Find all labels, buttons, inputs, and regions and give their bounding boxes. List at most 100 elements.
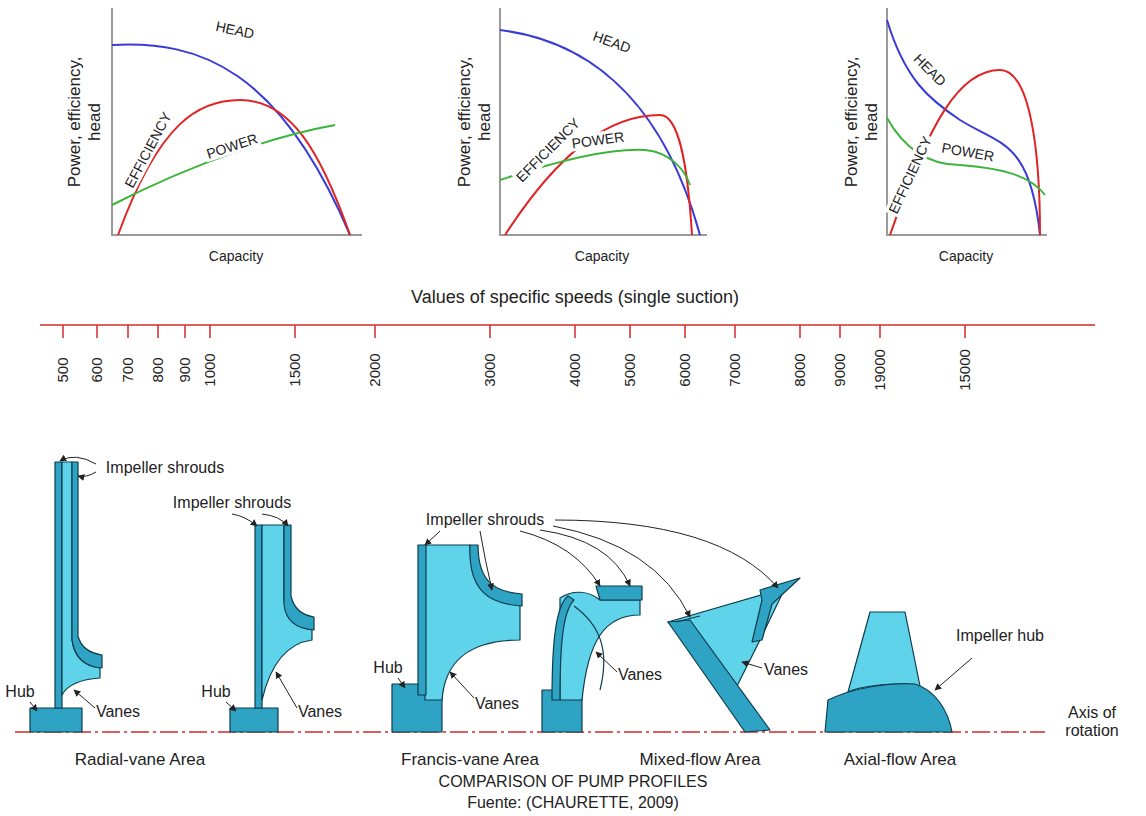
axis-title: Capacity [939,248,993,264]
chart-axial [887,8,1047,235]
tick-label: 900 [176,357,193,382]
leader-lines [30,457,972,711]
leader-line [450,672,474,698]
axis-title: Power, efficiency, head [842,42,881,202]
tick-mark [629,325,631,338]
blade [848,612,920,692]
scale-line [40,324,1095,326]
tick-label: 4000 [566,353,583,386]
axis-title: Capacity [575,248,629,264]
tick-label: 1000 [201,353,218,386]
tick-mark [574,325,576,338]
callout-label: Vanes [298,703,342,721]
front-shroud [470,545,522,606]
tick-mark [127,325,129,338]
front-shroud [284,525,314,630]
francis-impeller-1 [392,545,522,732]
tick-label: 3000 [481,353,498,386]
leader-line [398,678,405,688]
tick-mark [839,325,841,338]
leader-line [935,658,972,690]
area-label: Radial-vane Area [75,750,205,770]
scale-title: Values of specific speeds (single suctio… [411,287,739,308]
tick-mark [294,325,296,338]
illustration [30,462,952,732]
tick-mark [157,325,159,338]
axis-title: Power, efficiency, head [455,42,494,202]
figure-title: COMPARISON OF PUMP PROFILES [439,773,708,791]
chart-axes [887,8,1047,235]
back-shroud [255,525,262,708]
tick-label: 6000 [676,353,693,386]
vanes [560,592,640,700]
leader-line [226,702,236,711]
leader-line [540,530,630,586]
leader-line [480,531,492,590]
tick-mark [62,325,64,338]
head-curve [887,20,1040,235]
front-shroud [72,462,102,668]
callout-label: Impeller shrouds [106,459,224,477]
back-shroud [418,545,426,695]
leader-line [596,652,617,672]
leader-line [74,690,95,708]
area-label: Axial-flow Area [844,750,956,770]
callout-label: Vanes [96,703,140,721]
tick-mark [964,325,966,338]
hub [30,708,82,732]
tick-label: 5000 [621,353,638,386]
axial-flow-impeller [825,612,952,732]
tick-mark [96,325,98,338]
leader-line [78,472,96,477]
callout-label: Hub [5,683,34,701]
mixed-flow-impeller [668,578,800,732]
tick-label: 800 [149,357,166,382]
tick-label: 19000 [871,349,888,391]
axis-title: Power, efficiency, head [65,42,104,202]
tick-mark [684,325,686,338]
curve-label: POWER [202,130,261,163]
tick-label: 1500 [286,353,303,386]
callout-label: Hub [373,659,402,677]
shroud [752,578,800,642]
front-shroud [596,586,642,600]
vane-edge [676,616,700,622]
scale-ticks [63,325,965,338]
callout-label: Impeller shrouds [426,511,544,529]
callout-label: Vanes [764,661,808,679]
callout-label: Impeller hub [955,627,1045,645]
callout-label: Vanes [475,695,519,713]
tick-mark [734,325,736,338]
chart-radial [112,8,362,235]
back-shroud [552,596,574,700]
leader-line [276,672,297,708]
callout-label: Vanes [618,666,662,684]
leader-line [425,531,440,545]
curve-label: EFFICIENCY [120,108,175,193]
area-label: Francis-vane Area [401,750,539,770]
tick-mark [489,325,491,338]
chart-axes [500,8,707,235]
efficiency-curve [118,100,350,235]
axis-title: Capacity [209,248,263,264]
tick-label: 9000 [831,353,848,386]
tick-mark [374,325,376,338]
area-label: Mixed-flow Area [640,750,761,770]
tick-label: 15000 [956,349,973,391]
francis-impeller-2 [542,586,642,732]
leader-line [232,514,257,526]
tick-label: 8000 [791,353,808,386]
figure-caption: Fuente: (CHAURETTE, 2009) [467,794,679,812]
tick-mark [184,325,186,338]
tick-label: 500 [54,357,71,382]
leader-line [30,702,37,711]
callout-label: Hub [201,683,230,701]
back-shroud [55,462,62,708]
leader-line [742,662,762,668]
curve-label: POWER [939,139,998,165]
head-curve [500,30,700,235]
chart-francis [500,8,707,235]
tick-label: 7000 [726,353,743,386]
